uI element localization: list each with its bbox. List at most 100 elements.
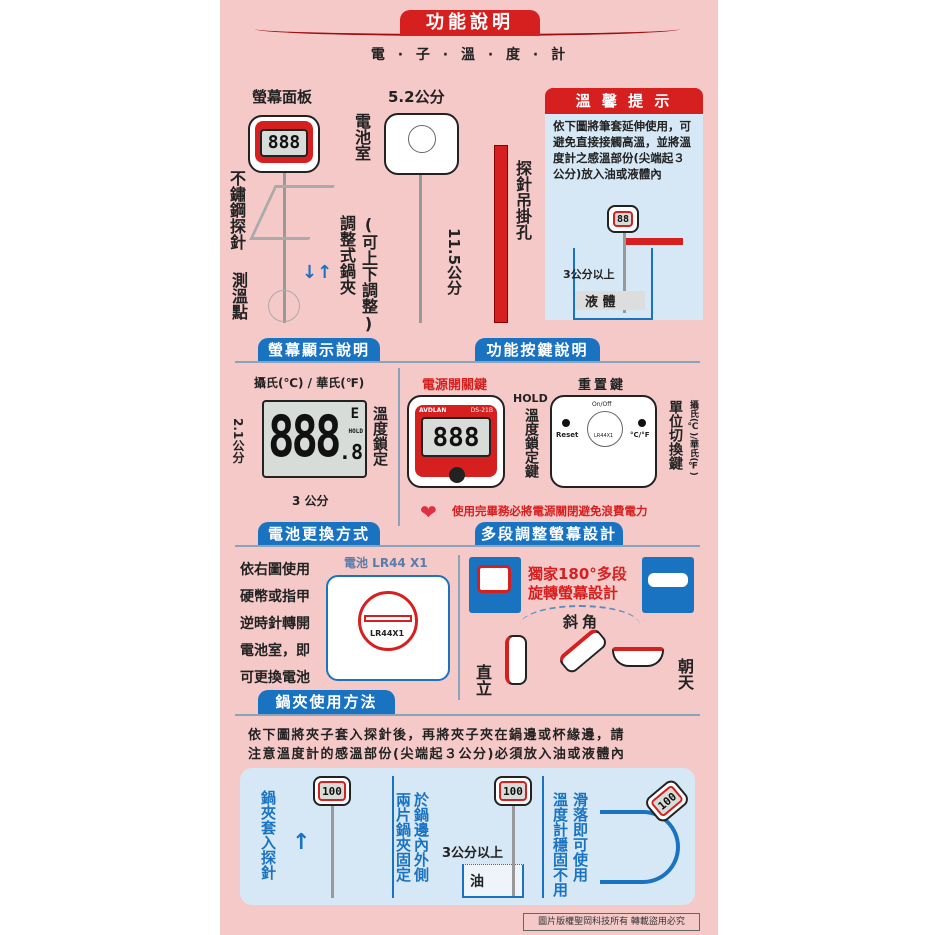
screen-panel-label: 螢幕面板 [252, 88, 313, 106]
device-lcd: 888 [421, 417, 491, 457]
pen-sleeve [494, 145, 508, 323]
top-view-thumb [642, 557, 694, 613]
tip-thermometer: 88 [607, 205, 639, 233]
step3-label-b: 滑落即可使用 [571, 792, 589, 882]
tip-title: 溫 馨 提 示 [545, 88, 703, 114]
power-key-label: 電源開關鍵 [422, 378, 488, 393]
tab-clip: 鍋夾使用方法 [258, 690, 395, 714]
clip-instructions-2: 注意溫度計的感溫部份(尖端起３公分)必須放入油或液體內 [248, 747, 626, 762]
length-label: 11.5公分 [445, 228, 463, 296]
battery-cover-icon [408, 125, 436, 153]
hold-label: HOLD [513, 392, 548, 405]
battery-steps: 依右圖使用 硬幣或指甲 逆時針轉開 電池室，即 可更換電池 [240, 557, 310, 692]
upright-label: 直立 [473, 664, 492, 696]
oil-label: 油 [470, 874, 484, 890]
divider [235, 714, 700, 716]
battery-label: LR44X1 [594, 433, 614, 439]
rotate-line1: 獨家180°多段 [528, 565, 627, 583]
step2-label-b: 於鍋邊內外側 [412, 792, 430, 882]
hold-key-label: 溫度鎖定鍵 [523, 408, 539, 478]
tip-text: 依下圖將筆套延伸使用，可避免直接接觸高溫，並將溫度計之感溫部份(尖端起３公分)放… [553, 119, 691, 181]
battery-illustration: LR44X1 [326, 575, 450, 681]
battery-step: 硬幣或指甲 [240, 589, 310, 605]
on-off-label: On/Off [592, 401, 612, 408]
rotate-line2: 旋轉螢幕設計 [528, 584, 619, 602]
step2-depth: 3公分以上 [442, 846, 504, 861]
probe [283, 173, 286, 323]
step3-label-a: 溫度計穩固不用 [551, 792, 569, 897]
step1-probe [331, 806, 334, 898]
clip-instructions-1: 依下圖將夾子套入探針後，再將夾子夾在鍋邊或杯緣邊，請 [248, 728, 626, 743]
units-label: 攝氏(℃) / 華氏(℉) [254, 376, 365, 390]
measure-point-label: 測溫點 [229, 272, 248, 320]
reset-key-label: 重置鍵 [578, 378, 627, 393]
lcd-hold: HOLD [348, 428, 363, 435]
probe-label: 不鏽鋼探針 [227, 170, 246, 250]
tab-buttons: 功能按鍵說明 [475, 338, 600, 362]
reset-button[interactable] [562, 419, 570, 427]
device-front: AVDLAN DS-21B 888 [407, 395, 505, 488]
tip-pen [623, 238, 683, 245]
tip-liquid: 液 體 [575, 291, 645, 310]
faceup-head [612, 647, 664, 667]
device-back: On/Off Reset °C/°F LR44X1 [550, 395, 657, 488]
battery-step: 逆時針轉開 [240, 616, 310, 632]
unit-key-label: 單位切換鍵 [667, 400, 683, 470]
battery-step: 可更換電池 [240, 670, 310, 686]
divider [235, 545, 700, 547]
tip-box: 溫 馨 提 示 依下圖將筆套延伸使用，可避免直接接觸高溫，並將溫度計之感溫部份(… [545, 88, 703, 320]
lcd-width: 3 公分 [292, 494, 329, 508]
hang-hole-label: 探針吊掛孔 [513, 160, 532, 240]
unit-note: 攝氏(℃)/華氏(℉) [688, 400, 698, 476]
tip-probe [623, 233, 626, 313]
battery-step: 電池室，即 [240, 643, 310, 659]
lcd-unit: E [350, 406, 359, 422]
battery-room-label: 電池室 [352, 113, 371, 161]
subtitle: 電 · 子 · 溫 · 度 · 計 [370, 47, 570, 63]
step2-probe [512, 806, 515, 896]
vertical-divider [458, 555, 460, 700]
tip-depth: 3公分以上 [563, 268, 615, 281]
step2-label-a: 兩片鍋夾固定 [394, 792, 412, 882]
large-lcd: 888 E HOLD .8 [262, 400, 367, 478]
battery-step: 依右圖使用 [240, 562, 310, 578]
tab-rotate: 多段調整螢幕設計 [475, 522, 623, 546]
lcd: 888 [260, 129, 308, 157]
battery-cover [587, 411, 623, 447]
width-label: 5.2公分 [388, 88, 445, 106]
clip-label: 調整式鍋夾 [337, 215, 356, 295]
pot-rim [600, 810, 680, 884]
measure-point-circle [268, 290, 300, 322]
battery-type: 電池 LR44 X1 [344, 556, 428, 570]
power-button[interactable] [449, 467, 465, 483]
lcd-decimal: .8 [338, 440, 363, 464]
step2-thermometer: 100 [494, 776, 532, 806]
step1-thermometer: 100 [313, 776, 351, 806]
copyright: 圖片版權聖岡科技所有 轉載盜用必究 [523, 913, 700, 931]
vertical-divider [398, 368, 400, 526]
reset-label: Reset [556, 431, 579, 439]
thermometer-front: 888 [248, 115, 320, 173]
clip-note: (可上下調整) [359, 215, 378, 333]
heart-icon: ❤ [420, 500, 437, 524]
power-off-warning: 使用完畢務必將電源關閉避免浪費電力 [452, 504, 648, 518]
brand-logo: AVDLAN [419, 407, 447, 414]
front-view-thumb [469, 557, 521, 613]
divider [235, 361, 700, 363]
clip-steps-box: 鍋夾套入探針 ↑ 100 兩片鍋夾固定 於鍋邊內外側 3公分以上 油 100 溫… [240, 768, 695, 905]
face-up-label: 朝天 [675, 658, 694, 690]
cf-label: °C/°F [630, 431, 650, 439]
cf-button[interactable] [638, 419, 646, 427]
upright-head [505, 635, 527, 685]
step1-label: 鍋夾套入探針 [259, 790, 277, 880]
title-tab: 功能說明 [400, 10, 540, 36]
tip-cup [573, 248, 653, 320]
lcd-height: 2.1公分 [231, 418, 245, 464]
tab-display: 螢幕顯示說明 [258, 338, 380, 362]
rotate-arc [520, 605, 640, 645]
up-down-arrows-icon: ↓↑ [302, 262, 333, 283]
up-arrow-icon: ↑ [292, 830, 311, 855]
tab-battery: 電池更換方式 [258, 522, 380, 546]
hold-lock-label: 溫度鎖定 [371, 406, 389, 466]
thermometer-back [384, 113, 459, 175]
